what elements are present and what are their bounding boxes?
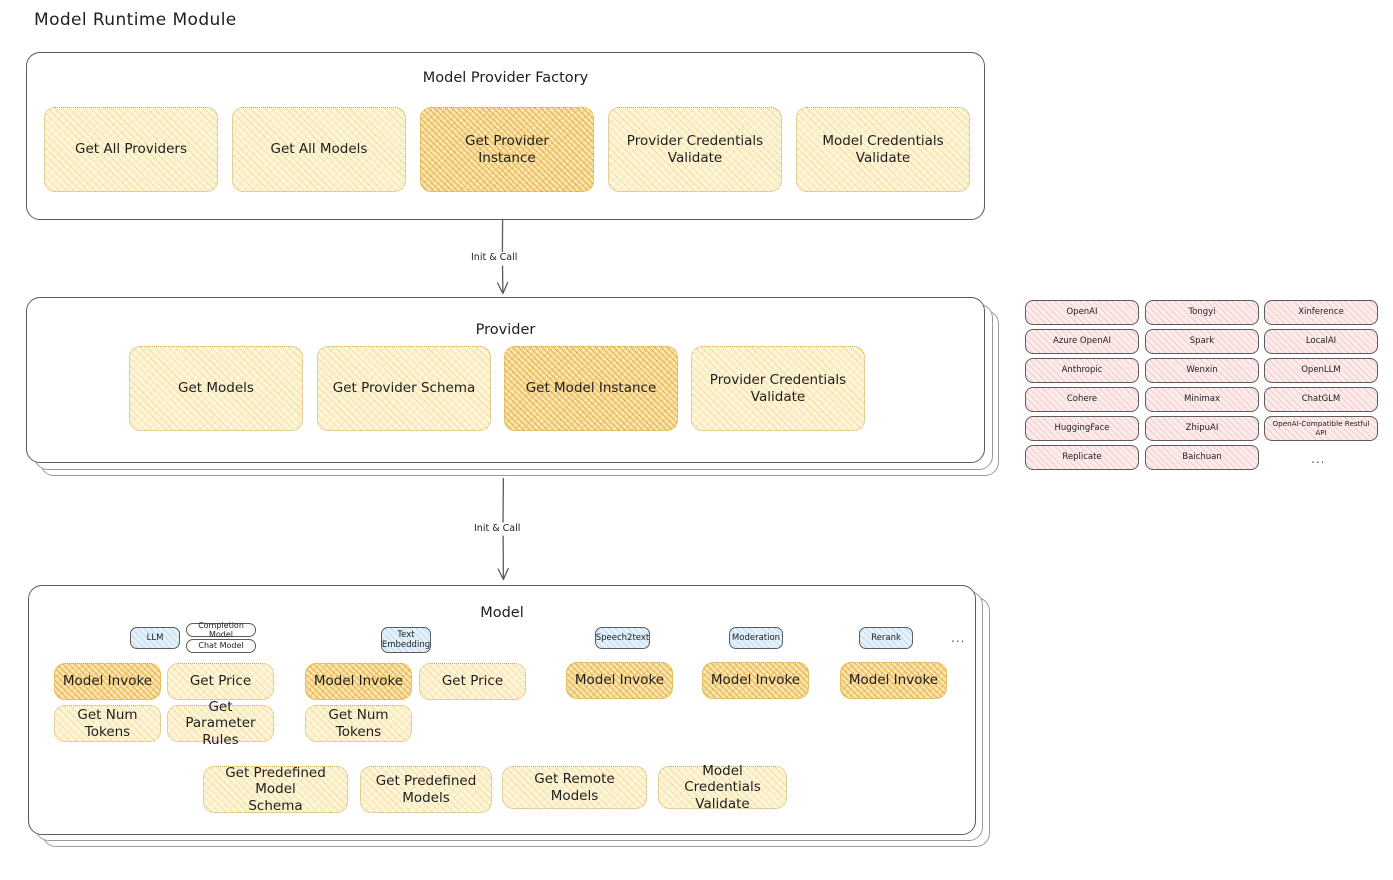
model-method-llm-get-num-tokens[interactable]: Get Num Tokens <box>54 705 161 742</box>
model-method-llm-get-price[interactable]: Get Price <box>167 663 274 700</box>
provider-chip-azure-openai[interactable]: Azure OpenAI <box>1025 329 1139 354</box>
model-method-text-embedding-get-num-tokens[interactable]: Get Num Tokens <box>305 705 412 742</box>
model-type-badge-moderation[interactable]: Moderation <box>729 627 783 649</box>
provider-chip-zhipuai[interactable]: ZhipuAI <box>1145 416 1259 441</box>
provider-title: Provider <box>475 322 536 338</box>
model-method-moderation-model-invoke[interactable]: Model Invoke <box>702 662 809 699</box>
model-type-badge-speech2text[interactable]: Speech2text <box>595 627 650 649</box>
model-method-speech2text-model-invoke[interactable]: Model Invoke <box>566 662 673 699</box>
arrow-factory-to-provider <box>496 220 509 295</box>
model-title: Model <box>480 605 524 621</box>
provider-chip-openai[interactable]: OpenAI <box>1025 300 1139 325</box>
provider-chip-minimax[interactable]: Minimax <box>1145 387 1259 412</box>
model-method-text-embedding-get-price[interactable]: Get Price <box>419 663 526 700</box>
model-method-llm-model-invoke[interactable]: Model Invoke <box>54 663 161 700</box>
provider-chip-spark[interactable]: Spark <box>1145 329 1259 354</box>
provider-chip-chatglm[interactable]: ChatGLM <box>1264 387 1378 412</box>
model-types-more-indicator: ... <box>951 631 966 645</box>
arrow-label-init-and-call-1: Init & Call <box>468 252 521 263</box>
provider-list-more-indicator: ... <box>1311 452 1326 466</box>
provider-chip-localai[interactable]: LocalAI <box>1264 329 1378 354</box>
provider-chip-cohere[interactable]: Cohere <box>1025 387 1139 412</box>
model-type-badge-rerank[interactable]: Rerank <box>859 627 913 649</box>
provider-chip-replicate[interactable]: Replicate <box>1025 445 1139 470</box>
model-shared-method-get-remote-models[interactable]: Get Remote Models <box>502 766 647 809</box>
page-title: Model Runtime Module <box>34 10 237 30</box>
model-type-tag-chat-model[interactable]: Chat Model <box>186 639 256 653</box>
provider-chip-openai-compatible-restful-api[interactable]: OpenAI-Compatible Restful API <box>1264 416 1378 441</box>
factory-box-get-all-models[interactable]: Get All Models <box>232 107 406 192</box>
model-type-tag-completion-model[interactable]: Completion Model <box>186 621 256 639</box>
model-method-rerank-model-invoke[interactable]: Model Invoke <box>840 662 947 699</box>
provider-box-get-model-instance[interactable]: Get Model Instance <box>504 346 678 431</box>
provider-chip-huggingface[interactable]: HuggingFace <box>1025 416 1139 441</box>
provider-chip-tongyi[interactable]: Tongyi <box>1145 300 1259 325</box>
model-method-text-embedding-model-invoke[interactable]: Model Invoke <box>305 663 412 700</box>
provider-box-get-provider-schema[interactable]: Get Provider Schema <box>317 346 491 431</box>
provider-chip-wenxin[interactable]: Wenxin <box>1145 358 1259 383</box>
arrow-label-init-and-call-2: Init & Call <box>471 523 524 534</box>
model-provider-factory-title: Model Provider Factory <box>422 70 589 86</box>
provider-box-get-models[interactable]: Get Models <box>129 346 303 431</box>
provider-chip-openllm[interactable]: OpenLLM <box>1264 358 1378 383</box>
provider-chip-anthropic[interactable]: Anthropic <box>1025 358 1139 383</box>
arrow-provider-to-model <box>497 478 509 581</box>
provider-chip-baichuan[interactable]: Baichuan <box>1145 445 1259 470</box>
provider-chip-xinference[interactable]: Xinference <box>1264 300 1378 325</box>
factory-box-get-all-providers[interactable]: Get All Providers <box>44 107 218 192</box>
model-type-badge-llm[interactable]: LLM <box>130 627 180 649</box>
